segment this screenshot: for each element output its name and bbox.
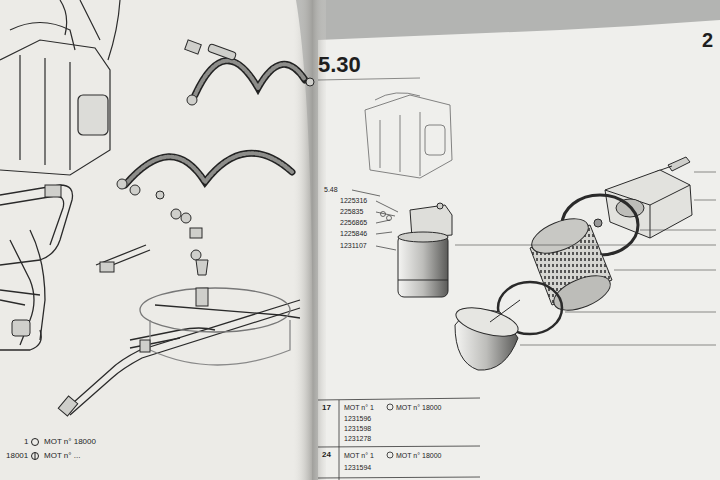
part-number: 1231596 — [344, 415, 371, 422]
engine-range: MOT n° 18000 — [396, 404, 441, 411]
engine-range: MOT n° 1 — [344, 404, 374, 411]
part-number: 225835 — [340, 208, 363, 215]
engine-range: MOT n° 18000 — [44, 438, 96, 446]
engine-range: 18001 — [6, 452, 28, 460]
part-number: 1225316 — [340, 197, 367, 204]
part-number: 1231278 — [344, 435, 371, 442]
part-number: 1225846 — [340, 230, 367, 237]
engine-range: 1 — [24, 438, 28, 446]
callout-number: 24 — [322, 451, 331, 459]
callout-number: 17 — [322, 404, 331, 412]
engine-range: MOT n° 18000 — [396, 452, 441, 459]
page-number: 2 — [702, 30, 713, 50]
part-number: 1231598 — [344, 425, 371, 432]
part-number: 2256865 — [340, 219, 367, 226]
engine-range: MOT n° 1 — [344, 452, 374, 459]
engine-range: MOT n° ... — [44, 452, 80, 460]
page-number: 5.30 — [318, 54, 361, 76]
part-number: 1231107 — [340, 242, 367, 249]
part-number: 1231594 — [344, 464, 371, 471]
callout-number: 5.48 — [324, 186, 338, 193]
